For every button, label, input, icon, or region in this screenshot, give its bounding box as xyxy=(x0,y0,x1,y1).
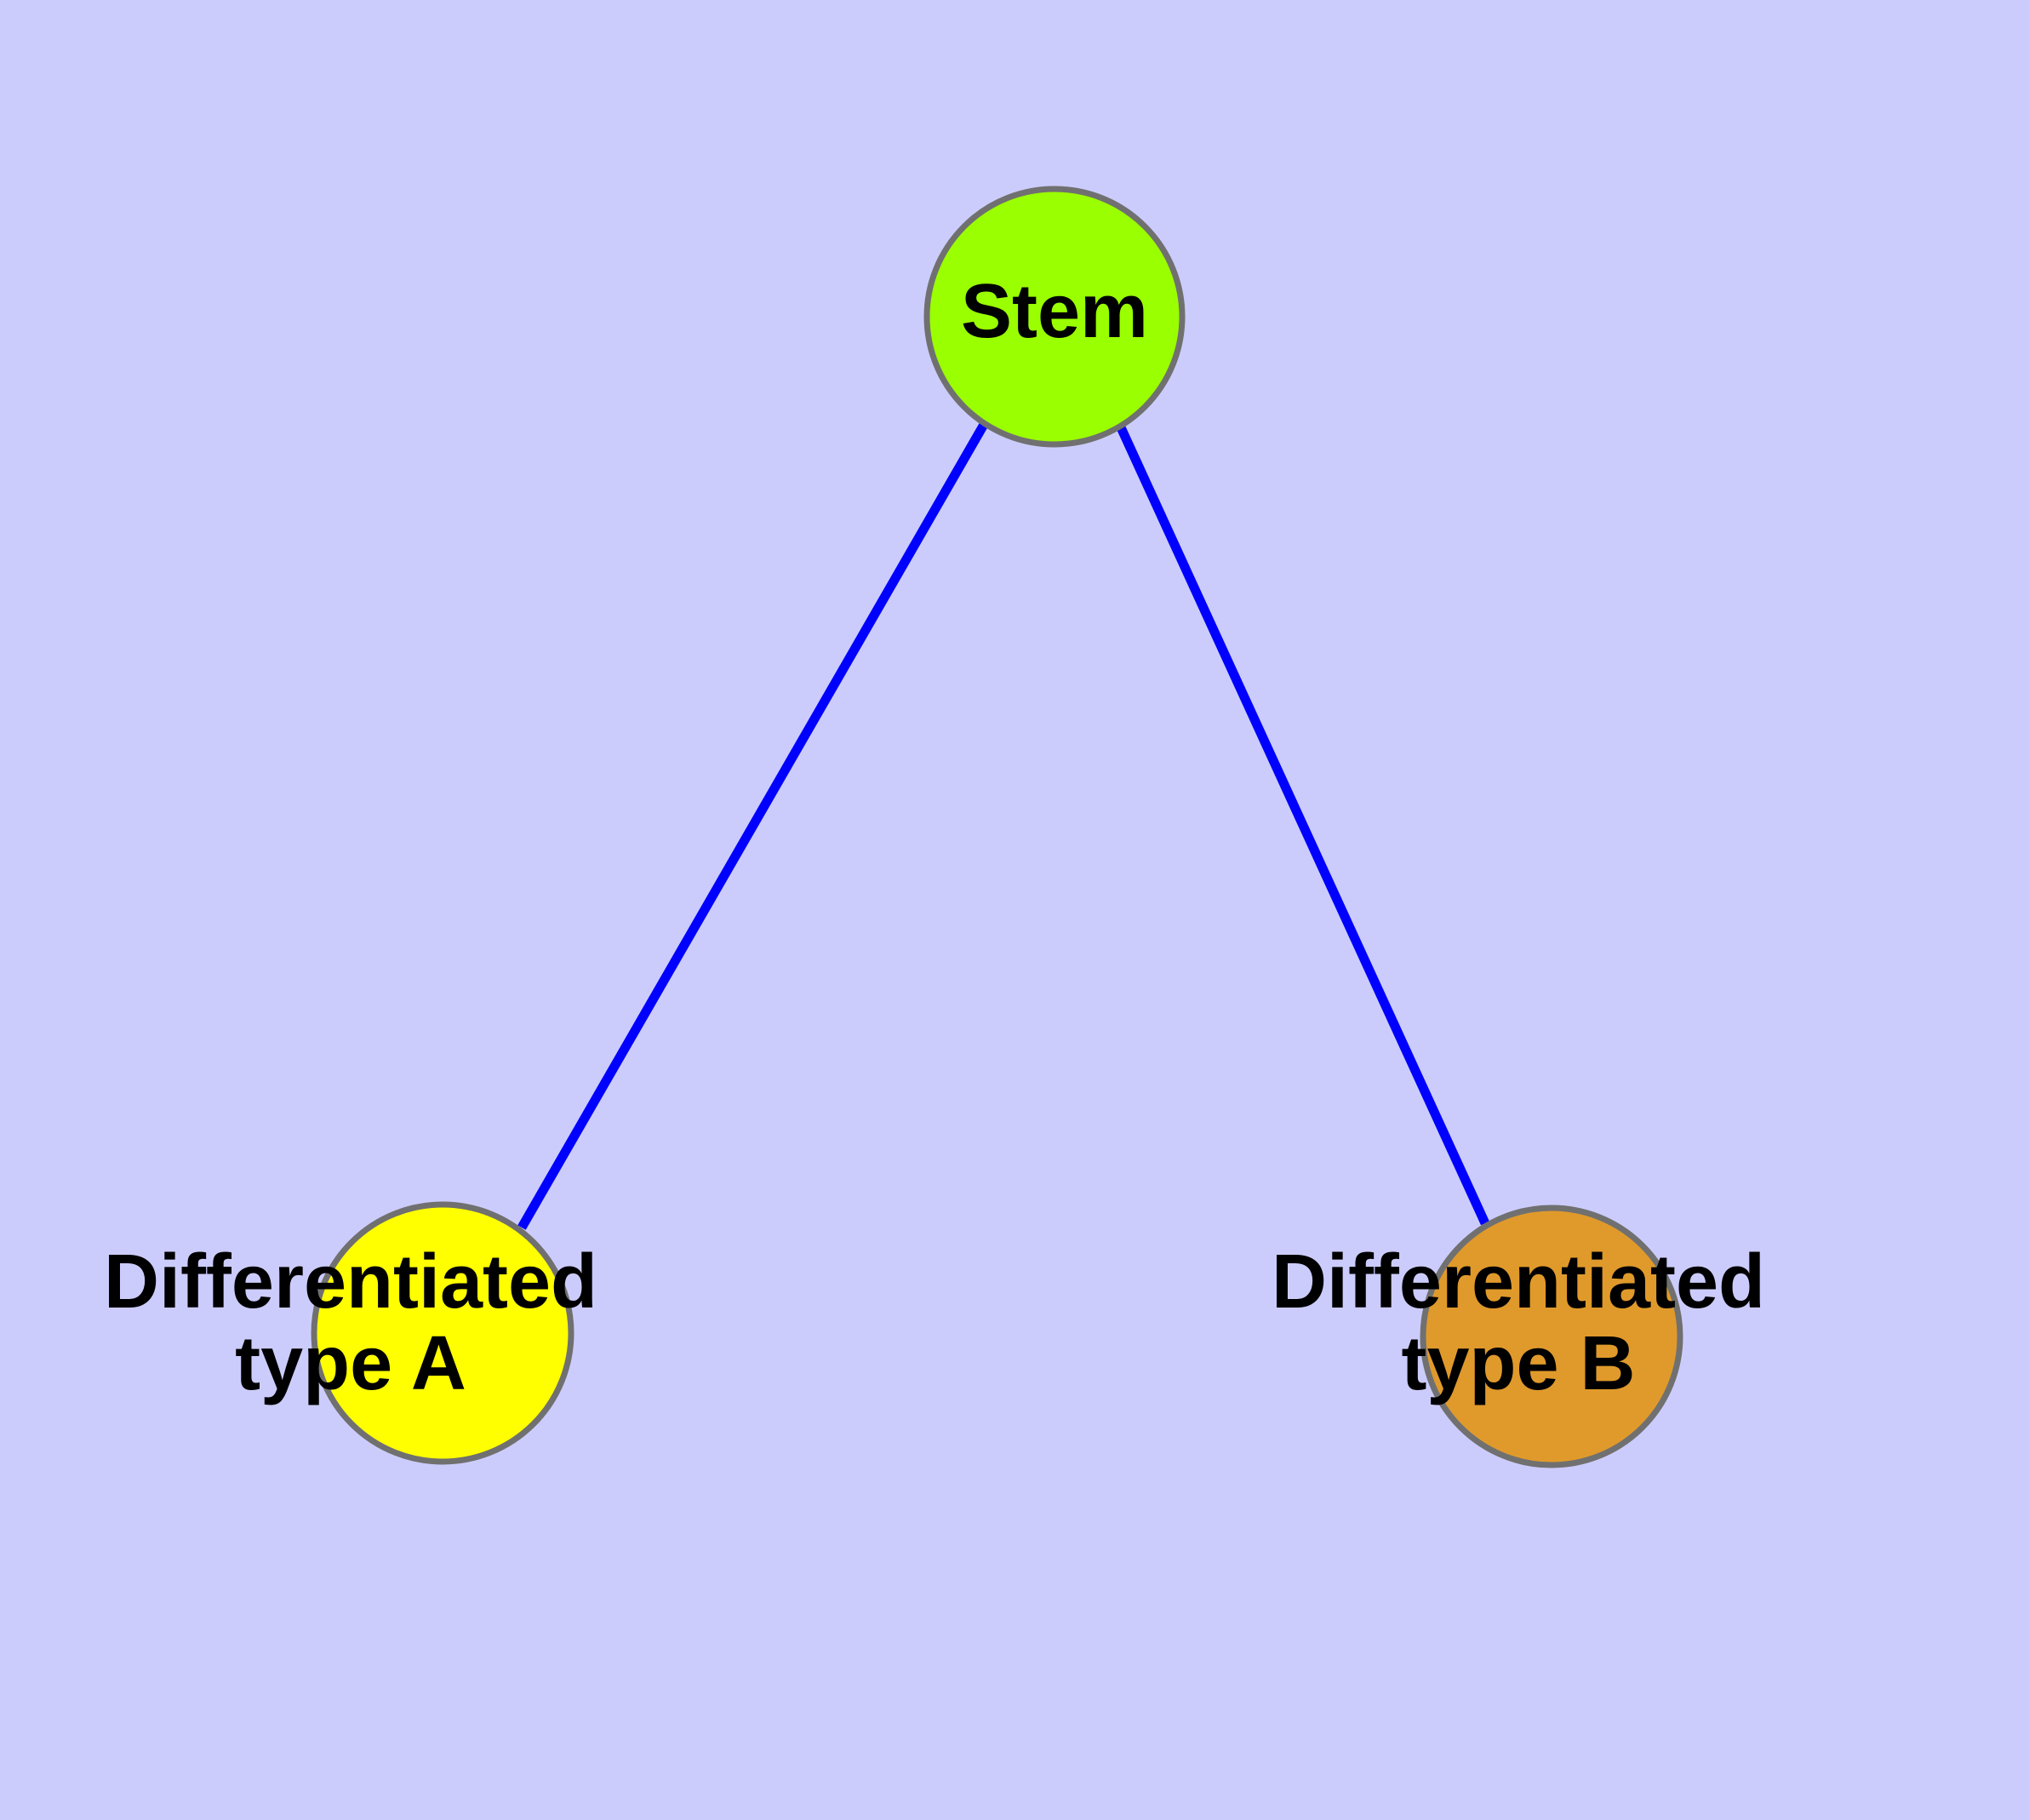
node-label-line: Differentiated xyxy=(1272,1239,1765,1325)
node-diff-type-b[interactable] xyxy=(1420,1205,1683,1468)
node-label-line: Stem xyxy=(961,269,1148,354)
node-layer xyxy=(311,186,1683,1468)
node-label-stem: Stem xyxy=(961,269,1148,354)
node-diff-type-a[interactable] xyxy=(311,1201,574,1465)
node-stem[interactable] xyxy=(923,186,1186,448)
node-label-line: type A xyxy=(235,1321,466,1406)
edge-stem-to-type-b[interactable] xyxy=(1115,423,1490,1226)
edge-stem-to-type-a[interactable] xyxy=(517,421,989,1230)
node-label-line: Differentiated xyxy=(104,1239,597,1325)
node-label-line: type B xyxy=(1401,1321,1635,1406)
edge-layer xyxy=(517,421,1490,1230)
